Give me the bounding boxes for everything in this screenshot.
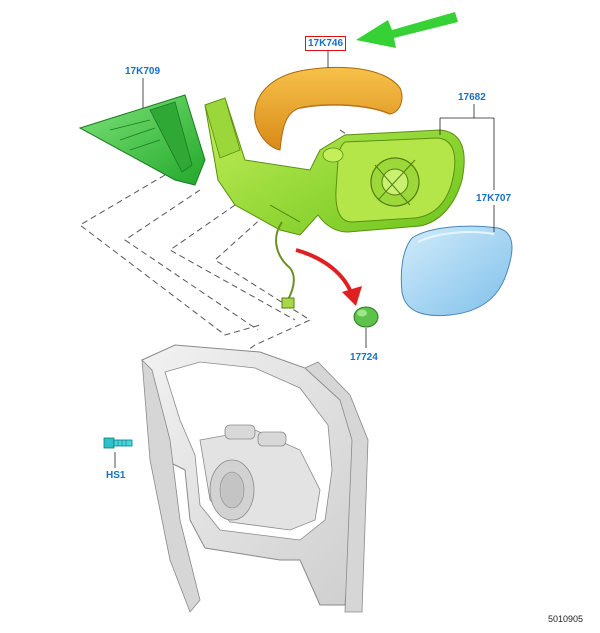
red-arrow-indicator [295, 248, 362, 306]
callout-17k746[interactable]: 17K746 [305, 36, 347, 51]
callout-17k707[interactable]: 17K707 [476, 193, 512, 204]
diagram-reference-number: 5010905 [548, 614, 584, 624]
mirror-glass-part[interactable] [400, 225, 513, 317]
callout-17724[interactable]: 17724 [350, 352, 378, 363]
green-arrow-indicator [356, 12, 458, 48]
mirror-cover-part[interactable] [254, 66, 403, 151]
door-frame [141, 344, 369, 613]
leader-lines [114, 50, 495, 468]
cap-part[interactable] [353, 306, 379, 328]
callout-17682[interactable]: 17682 [458, 92, 486, 103]
mirror-housing-part[interactable] [204, 97, 465, 236]
callout-hs1[interactable]: HS1 [106, 470, 126, 481]
screw-part[interactable] [103, 437, 133, 449]
wiring-harness [275, 221, 295, 309]
triangle-trim-part[interactable] [78, 94, 206, 186]
callout-17k709[interactable]: 17K709 [125, 66, 161, 77]
